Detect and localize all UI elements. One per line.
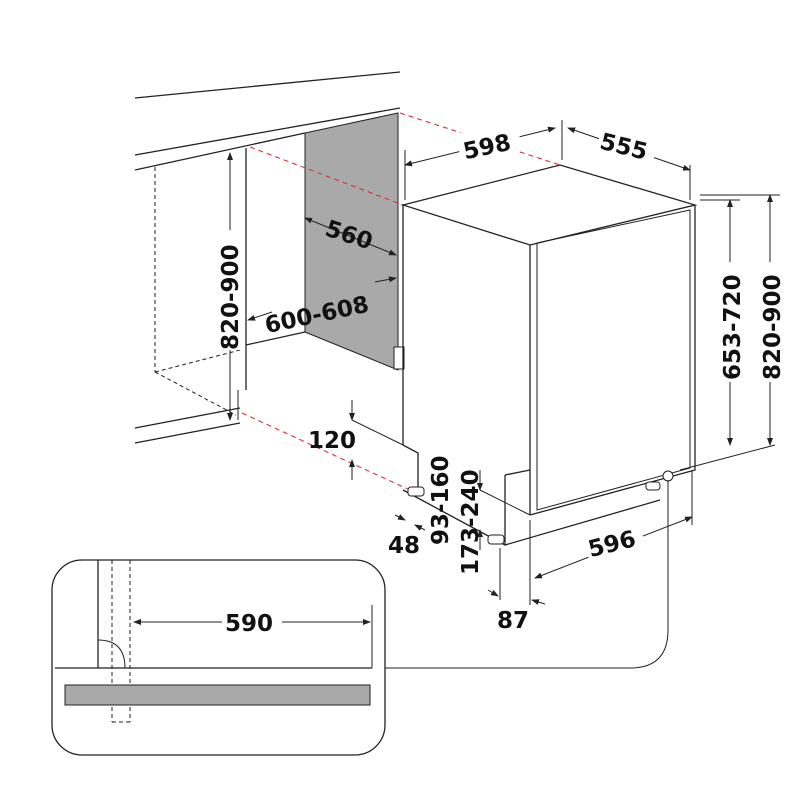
- label-plinth-height: 120: [308, 428, 356, 454]
- label-foot-back: 173-240: [458, 469, 484, 575]
- countertop-section: [64, 684, 371, 706]
- foot: [407, 486, 425, 497]
- adjacent-cabinet: [154, 148, 306, 420]
- foot: [645, 481, 661, 491]
- label-door-height: 653-720: [720, 274, 746, 380]
- foot: [487, 534, 505, 545]
- detail-inset: [51, 480, 669, 756]
- label-niche-height: 820-900: [218, 244, 244, 350]
- label-side-offset: 48: [388, 533, 420, 559]
- adjustment-screw: [662, 470, 674, 482]
- guide-lines: [241, 112, 561, 491]
- dishwasher: [400, 164, 698, 546]
- label-depth-top: 555: [597, 129, 650, 166]
- label-foot-front: 93-160: [428, 455, 454, 545]
- label-inset-width: 590: [225, 611, 273, 637]
- label-front-offset: 87: [497, 608, 529, 634]
- label-total-height: 820-900: [760, 274, 786, 380]
- countertop: [134, 71, 401, 444]
